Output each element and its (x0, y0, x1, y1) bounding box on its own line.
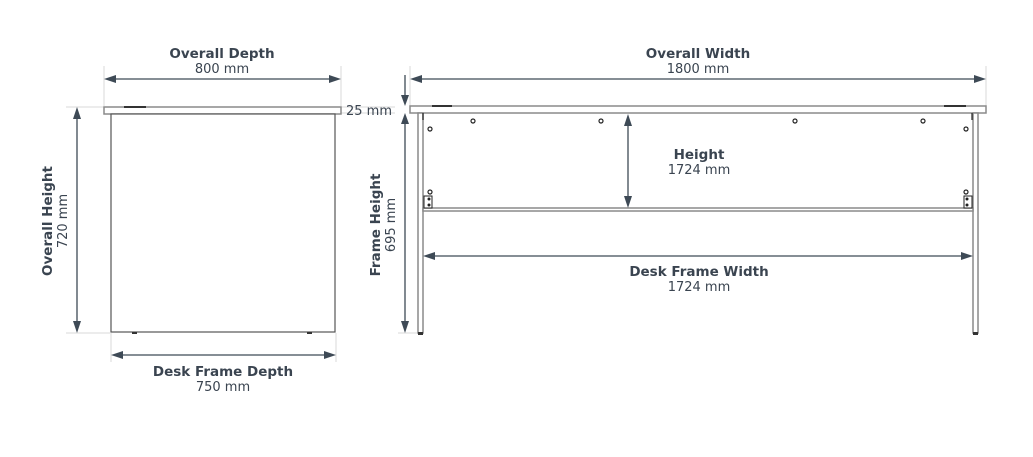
hole (920, 118, 926, 124)
hole (427, 126, 433, 132)
front-view: Overall Width 1800 mm Frame Height 695 m… (368, 46, 987, 335)
hole (792, 118, 798, 124)
desk-top-side (103, 106, 342, 115)
frame-height-value: 695 mm (384, 198, 399, 252)
foot (307, 332, 312, 334)
desk-frame-width-label: Desk Frame Width (629, 264, 768, 280)
right-leg (972, 112, 979, 334)
height-value: 1724 mm (668, 163, 731, 178)
height-label: Height (674, 147, 725, 163)
left-leg (417, 112, 424, 334)
arrow-left-icon (111, 351, 123, 359)
right-foot (973, 332, 978, 335)
arrow-left-icon (423, 252, 435, 260)
arrow-up-icon (624, 114, 632, 126)
screw (427, 197, 431, 201)
arrow-right-icon (324, 351, 336, 359)
arrow-up-icon (73, 107, 81, 119)
desk-frame-depth-value: 750 mm (196, 380, 250, 395)
hole (598, 118, 604, 124)
frame-height-label: Frame Height (368, 173, 384, 276)
arrow-down-icon (73, 321, 81, 333)
side-panel (110, 113, 336, 333)
arrow-right-icon (961, 252, 973, 260)
top-thickness-value: 25 mm (346, 104, 392, 119)
arrow-down-icon (401, 95, 409, 106)
arrow-down-icon (401, 321, 409, 333)
screw (965, 203, 969, 207)
desk-frame-width-value: 1724 mm (668, 280, 731, 295)
connector-bracket (963, 195, 973, 209)
foot (132, 332, 137, 334)
left-foot (418, 332, 423, 335)
desk-frame-depth-label: Desk Frame Depth (153, 364, 293, 380)
screw (965, 197, 969, 201)
screw (427, 203, 431, 207)
arrow-up-icon (401, 113, 409, 124)
arrow-right-icon (329, 75, 341, 83)
hole (963, 126, 969, 132)
overall-depth-value: 800 mm (195, 62, 249, 77)
desk-top-front (409, 105, 987, 114)
overall-width-value: 1800 mm (667, 62, 730, 77)
overall-height-label: Overall Height (40, 165, 56, 276)
arrow-left-icon (104, 75, 116, 83)
overall-height-value: 720 mm (56, 194, 71, 248)
overall-depth-label: Overall Depth (169, 46, 274, 62)
hole (963, 189, 969, 195)
arrow-left-icon (410, 75, 422, 83)
overall-width-label: Overall Width (646, 46, 750, 62)
connector-bracket (423, 195, 433, 209)
hole (470, 118, 476, 124)
side-view: Overall Depth 800 mm Overall Height 720 … (40, 46, 395, 395)
frame-crossbar (422, 207, 974, 212)
arrow-down-icon (624, 196, 632, 208)
arrow-right-icon (974, 75, 986, 83)
hole (427, 189, 433, 195)
